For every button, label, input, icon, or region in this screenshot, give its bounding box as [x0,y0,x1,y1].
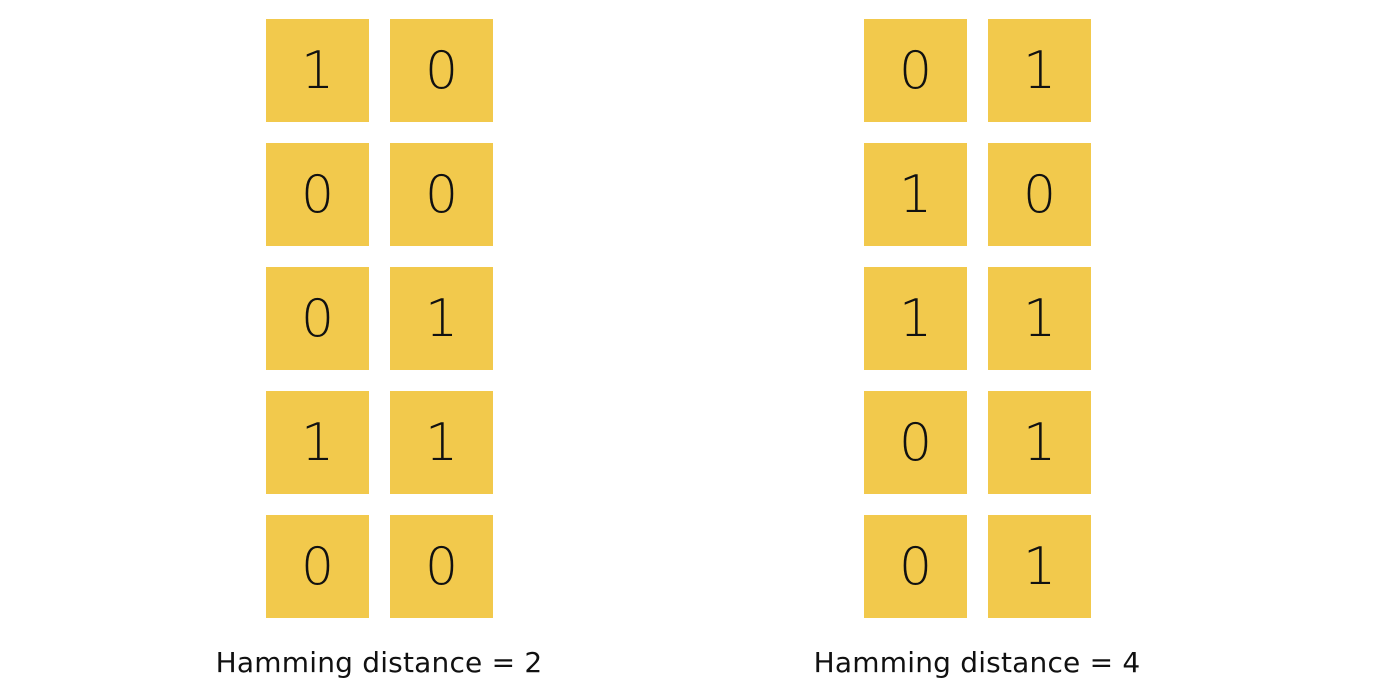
left-bit-cell: 0 [390,515,493,618]
left-bit-cell: 0 [390,19,493,122]
right-bit-cell: 1 [864,267,967,370]
right-bit-cell: 1 [988,515,1091,618]
right-bit-grid: 0 1 1 0 1 1 0 1 0 1 [864,19,1091,618]
left-hamming-distance-label: Hamming distance = 2 [215,646,543,679]
left-comparison-panel: 1 0 0 0 0 1 1 1 0 0 Hamming distance = 2 [199,0,559,700]
left-bit-cell: 0 [266,143,369,246]
right-bit-cell: 0 [864,391,967,494]
left-bit-cell: 0 [266,515,369,618]
left-bit-cell: 1 [390,391,493,494]
left-bit-cell: 1 [390,267,493,370]
right-comparison-panel: 0 1 1 0 1 1 0 1 0 1 Hamming distance = 4 [797,0,1157,700]
right-hamming-distance-label: Hamming distance = 4 [813,646,1141,679]
left-bit-cell: 0 [266,267,369,370]
left-bit-grid: 1 0 0 0 0 1 1 1 0 0 [266,19,493,618]
left-bit-cell: 0 [390,143,493,246]
right-bit-cell: 1 [988,19,1091,122]
right-bit-cell: 1 [988,267,1091,370]
right-bit-cell: 0 [864,19,967,122]
left-bit-cell: 1 [266,391,369,494]
right-bit-cell: 1 [988,391,1091,494]
left-bit-cell: 1 [266,19,369,122]
right-bit-cell: 0 [988,143,1091,246]
right-bit-cell: 1 [864,143,967,246]
right-bit-cell: 0 [864,515,967,618]
